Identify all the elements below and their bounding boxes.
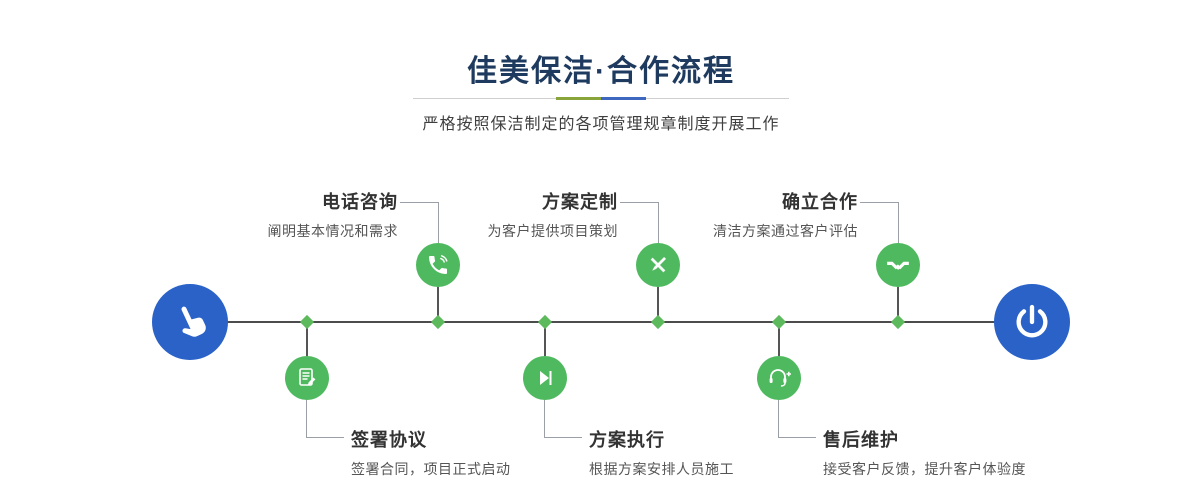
timeline-line	[190, 321, 1032, 323]
step-title: 电话咨询	[322, 192, 398, 212]
step-execute-node	[523, 356, 567, 400]
title-divider	[413, 97, 789, 101]
step-aftersale-label: 售后维护 接受客户反馈，提升客户体验度	[823, 426, 1123, 479]
timeline-start-node	[152, 284, 228, 360]
step-desc: 为客户提供项目策划	[487, 223, 618, 239]
step-aftersale-node	[757, 356, 801, 400]
junction-diamond	[771, 314, 787, 330]
junction-diamond	[537, 314, 553, 330]
play-icon	[540, 371, 552, 385]
step-desc: 阐明基本情况和需求	[267, 223, 398, 239]
pen-ruler-icon	[650, 256, 667, 273]
step-phone-node	[416, 243, 460, 287]
step-sign-label: 签署协议 签署合同，项目正式启动	[351, 426, 651, 479]
step-desc: 接受客户反馈，提升客户体验度	[823, 461, 1026, 477]
connector-line	[544, 322, 546, 356]
connector-elbow	[620, 202, 659, 244]
step-desc: 清洁方案通过客户评估	[713, 223, 858, 239]
connector-elbow	[306, 400, 344, 438]
timeline-end-node	[994, 284, 1070, 360]
step-title: 确立合作	[782, 192, 858, 212]
junction-diamond	[299, 314, 315, 330]
step-title: 方案定制	[542, 192, 618, 212]
connector-elbow	[400, 202, 439, 244]
step-title: 方案执行	[589, 430, 665, 450]
connector-line	[437, 287, 439, 321]
step-sign-node	[285, 356, 329, 400]
junction-diamond	[650, 314, 666, 330]
hand-pointer-icon	[181, 306, 206, 337]
step-execute-label: 方案执行 根据方案安排人员施工	[589, 426, 889, 479]
step-title: 签署协议	[351, 430, 427, 450]
step-title: 售后维护	[823, 430, 899, 450]
connector-line	[306, 322, 308, 356]
step-phone-label: 电话咨询 阐明基本情况和需求	[178, 188, 398, 241]
page-title: 佳美保洁·合作流程	[467, 55, 735, 88]
step-plan-node	[636, 243, 680, 287]
connector-line	[897, 287, 899, 321]
step-desc: 签署合同，项目正式启动	[351, 461, 511, 477]
connector-elbow	[860, 202, 899, 244]
connector-line	[778, 322, 780, 356]
contract-icon	[299, 368, 316, 386]
step-plan-label: 方案定制 为客户提供项目策划	[398, 188, 618, 241]
junction-diamond	[430, 314, 446, 330]
step-desc: 根据方案安排人员施工	[589, 461, 734, 477]
headset-icon	[769, 369, 791, 387]
connector-line	[657, 287, 659, 321]
page-subtitle: 严格按照保洁制定的各项管理规章制度开展工作	[422, 116, 780, 133]
divider-green-segment	[556, 97, 601, 100]
phone-icon	[429, 255, 448, 274]
step-confirm-label: 确立合作 清洁方案通过客户评估	[638, 188, 858, 241]
divider-accent	[556, 97, 646, 100]
power-icon	[1016, 304, 1048, 338]
junction-diamond	[890, 314, 906, 330]
step-confirm-node	[876, 243, 920, 287]
divider-blue-segment	[601, 97, 646, 100]
connector-elbow	[778, 400, 816, 438]
connector-elbow	[544, 400, 582, 438]
handshake-icon	[887, 261, 909, 270]
